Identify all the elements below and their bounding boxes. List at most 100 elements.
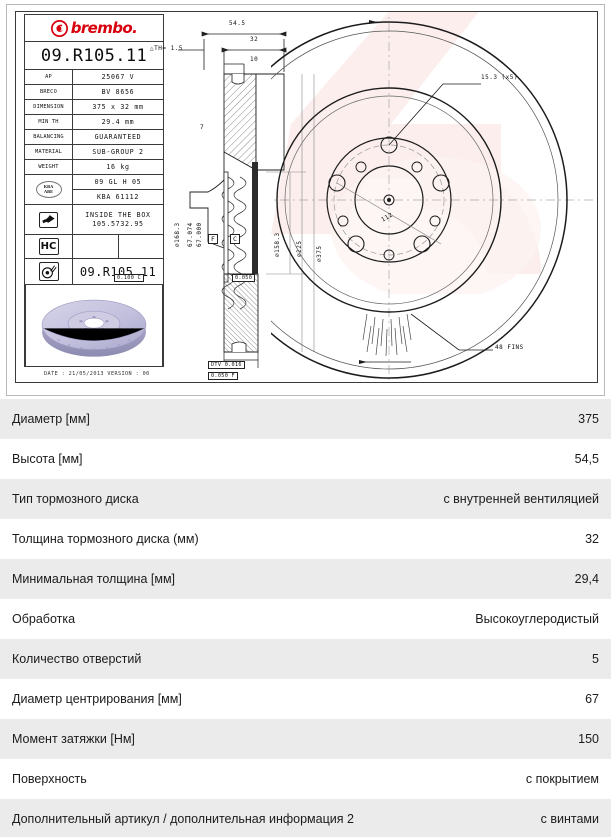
section-drawing-svg (178, 31, 315, 368)
info-value: BV 8656 (101, 88, 135, 96)
datum-c: C (230, 234, 240, 244)
inside-box-line1: INSIDE THE BOX (85, 210, 151, 219)
spec-value: 29,4 (574, 572, 599, 586)
spec-label: Момент затяжки [Нм] (12, 732, 135, 746)
spec-value: с винтами (540, 812, 599, 826)
part-number-value: 09.R105.11 (40, 45, 148, 66)
spec-row-disc-type: Тип тормозного диска с внутренней вентил… (0, 479, 611, 519)
part-info-table: brembo. 09.R105.11 AP 25067 V BRECO BV 8… (24, 14, 164, 367)
info-value: GUARANTEED (94, 133, 142, 141)
info-row-breco: BRECO BV 8656 (25, 85, 163, 100)
hc-value-right (119, 235, 164, 258)
info-value: SUB-GROUP 2 (92, 148, 144, 156)
spec-row-hole-count: Количество отверстий 5 (0, 639, 611, 679)
spec-label: Диаметр [мм] (12, 412, 90, 426)
spec-value: с покрытием (525, 772, 599, 786)
fins-note: 48 FINS (495, 344, 524, 351)
dim-left-small: 7 (200, 124, 205, 131)
kba-value-1: 09 GL H 05 (73, 175, 163, 190)
hc-icon: HC (25, 235, 73, 258)
spec-row-treatment: Обработка Высокоуглеродистый (0, 599, 611, 639)
dim-thickness: 32 (250, 36, 259, 43)
dim-tolerance-low: 67.000 (196, 222, 203, 247)
info-label: BRECO (25, 85, 73, 99)
spec-label: Поверхность (12, 772, 87, 786)
spec-row-thickness: Толщина тормозного диска (мм) 32 (0, 519, 611, 559)
info-label: AP (25, 70, 73, 84)
spec-row-diameter: Диаметр [мм] 375 (0, 399, 611, 439)
bolt-glyph-icon (41, 214, 55, 223)
spec-label: Дополнительный артикул / дополнительная … (12, 812, 354, 826)
tol-box-parallelism: 0.050 F (208, 372, 238, 380)
spec-label: Количество отверстий (12, 652, 142, 666)
info-label: BALANCING (25, 130, 73, 144)
spec-row-tightening-torque: Момент затяжки [Нм] 150 (0, 719, 611, 759)
bolt-icon (25, 205, 73, 234)
bolt-hole-note: 15.3 (x5) (481, 74, 519, 81)
dim-od-168: ⌀168.3 (174, 222, 181, 247)
hc-badge-label: HC (40, 241, 57, 252)
spec-label: Толщина тормозного диска (мм) (12, 532, 199, 546)
drawing-date-version: DATE : 21/05/2013 VERSION : 00 (44, 371, 150, 377)
spec-row-surface: Поверхность с покрытием (0, 759, 611, 799)
disc-face-drawing: 15.3 (x5) 112 48 FINS (210, 12, 597, 382)
spec-label: Обработка (12, 612, 76, 626)
info-row-weight: WEIGHT 16 kg (25, 160, 163, 175)
info-row-balancing: BALANCING GUARANTEED (25, 130, 163, 145)
technical-datasheet-card: brembo. 09.R105.11 AP 25067 V BRECO BV 8… (6, 4, 605, 396)
datasheet-frame: brembo. 09.R105.11 AP 25067 V BRECO BV 8… (15, 11, 598, 383)
face-drawing-svg (210, 12, 597, 382)
info-row-ap: AP 25067 V (25, 70, 163, 85)
delta-symbol: △ (150, 45, 155, 52)
info-label: DIMENSION (25, 100, 73, 114)
tol-box-2: 0.050 (232, 274, 256, 282)
datum-f: F (208, 234, 218, 244)
info-row-min-th: MIN TH 29.4 mm (25, 115, 163, 130)
spec-value: 5 (592, 652, 599, 666)
disc-section-drawing: 54.5 32 10 △TH= 1.5 7 ⌀168.3 67.074 67.0… (114, 12, 366, 382)
spec-value: 150 (578, 732, 599, 746)
info-row-dimension: DIMENSION 375 x 32 mm (25, 100, 163, 115)
spec-row-additional-article: Дополнительный артикул / дополнительная … (0, 799, 611, 837)
spec-label: Минимальная толщина [мм] (12, 572, 176, 586)
info-row-inside-box: INSIDE THE BOX 105.5732.95 (25, 205, 163, 235)
tol-box-dtv: DTV 0.016 (208, 361, 245, 369)
disc-wrench-icon (25, 259, 73, 284)
hc-value-left (73, 235, 119, 258)
spec-label: Тип тормозного диска (12, 492, 139, 506)
spec-row-min-thickness: Минимальная толщина [мм] 29,4 (0, 559, 611, 599)
info-value: 375 x 32 mm (92, 103, 144, 111)
spec-value: с внутренней вентиляцией (443, 492, 599, 506)
dim-delta-th: △TH= 1.5 (150, 45, 183, 52)
inside-box-line2: 105.5732.95 (92, 219, 144, 228)
dim-hat-depth: 10 (250, 56, 259, 63)
spec-row-height: Высота [мм] 54,5 (0, 439, 611, 479)
info-label: MIN TH (25, 115, 73, 129)
brembo-wordmark: brembo. (70, 19, 138, 37)
info-value: 16 kg (106, 163, 130, 171)
delta-th-text: TH= 1.5 (154, 45, 183, 52)
disc-wrench-glyph-icon (41, 264, 57, 278)
inside-box-value: INSIDE THE BOX 105.5732.95 (73, 205, 163, 234)
spec-label: Диаметр центрирования [мм] (12, 692, 182, 706)
info-value: 29.4 mm (101, 118, 135, 126)
part-number-header: 09.R105.11 (25, 42, 163, 70)
spec-value: Высокоуглеродистый (475, 612, 599, 626)
info-row-kba: KBA ABE 09 GL H 05 KBA 61112 (25, 175, 163, 205)
kba-icon-line2: ABE (43, 188, 54, 194)
spec-value: 32 (585, 532, 599, 546)
kba-abe-icon: KBA ABE (25, 175, 73, 204)
specification-list: Диаметр [мм] 375 Высота [мм] 54,5 Тип то… (0, 399, 611, 837)
dim-overall-height: 54.5 (229, 20, 246, 27)
info-label: MATERIAL (25, 145, 73, 159)
brembo-emblem-icon (50, 19, 68, 37)
spec-value: 54,5 (574, 452, 599, 466)
spec-value: 67 (585, 692, 599, 706)
info-row-hc: HC (25, 235, 163, 259)
spec-value: 375 (578, 412, 599, 426)
spec-row-centering-diameter: Диаметр центрирования [мм] 67 (0, 679, 611, 719)
brake-disc-photo (25, 285, 163, 367)
brake-disc-render-icon (41, 299, 147, 357)
info-value: 25067 V (101, 73, 135, 81)
